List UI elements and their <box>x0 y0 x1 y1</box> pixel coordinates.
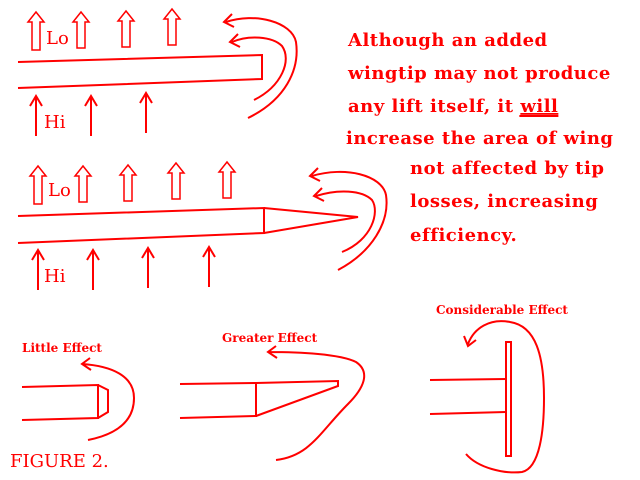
wing-diagram-plain: Lo Hi <box>17 7 298 136</box>
tip-vortex-arrow <box>222 13 298 119</box>
tapered-tip <box>255 379 339 417</box>
caption-line-6: losses, increasing <box>410 191 598 212</box>
tip-greater-effect: Greater Effect <box>179 331 366 461</box>
low-pressure-arrow <box>162 7 182 46</box>
caption-line-4: increase the area of wing <box>346 128 614 149</box>
low-pressure-label: Lo <box>48 180 71 201</box>
high-pressure-label: Hi <box>44 112 66 133</box>
low-pressure-arrow <box>26 10 46 51</box>
rounded-tip <box>97 384 109 419</box>
tip-vortex-arrow <box>266 345 366 461</box>
tip-little-effect: Little Effect <box>21 341 136 441</box>
high-pressure-arrow <box>29 94 43 136</box>
caption-line-3: any lift itself, it will <box>348 96 558 117</box>
high-pressure-arrow <box>141 246 155 288</box>
low-pressure-arrow <box>217 160 237 199</box>
endplate-tip <box>505 341 512 457</box>
little-effect-label: Little Effect <box>22 341 102 355</box>
high-pressure-arrow <box>84 94 98 136</box>
wing-stub <box>179 381 257 419</box>
caption-line-2: wingtip may not produce <box>347 63 611 84</box>
figure-label: FIGURE 2. <box>10 451 109 472</box>
high-pressure-label: Hi <box>44 266 66 287</box>
tip-vortex-arrow <box>463 320 546 474</box>
caption-line-3-text: any lift itself, it <box>348 96 520 117</box>
high-pressure-arrow <box>86 248 100 290</box>
wing-stub <box>429 378 507 415</box>
high-pressure-arrows <box>29 91 153 136</box>
caption-line-5: not affected by tip <box>410 158 604 179</box>
wing <box>17 206 265 244</box>
considerable-effect-label: Considerable Effect <box>436 303 568 317</box>
greater-effect-label: Greater Effect <box>222 331 318 345</box>
high-pressure-arrow <box>31 248 45 290</box>
tip-considerable-effect: Considerable Effect <box>429 303 568 474</box>
low-pressure-arrow <box>166 161 186 200</box>
caption-line-7: efficiency. <box>410 225 517 246</box>
high-pressure-arrows <box>31 245 216 290</box>
tip-vortex-arrow <box>228 33 287 101</box>
wing <box>17 53 263 89</box>
low-pressure-arrow <box>71 10 91 49</box>
low-pressure-arrow <box>116 9 136 48</box>
caption-line-1: Although an added <box>347 30 548 51</box>
high-pressure-arrow <box>139 91 153 133</box>
low-pressure-arrow <box>73 164 93 203</box>
low-pressure-arrows <box>28 160 237 205</box>
tip-vortex-arrow <box>80 357 136 441</box>
wing-stub <box>21 383 99 421</box>
caption-emphasis-will: will <box>519 96 558 117</box>
tip-vortex-arrow <box>312 187 376 253</box>
low-pressure-label: Lo <box>46 28 69 49</box>
high-pressure-arrow <box>202 245 216 287</box>
low-pressure-arrow <box>28 164 48 205</box>
low-pressure-arrows <box>26 7 182 51</box>
wingtip-extension <box>263 207 359 234</box>
wing-diagram-with-tip: Lo Hi <box>17 160 388 290</box>
low-pressure-arrow <box>118 163 138 202</box>
tip-vortex-arrow <box>308 167 388 271</box>
explanation-caption: Although an added wingtip may not produc… <box>346 30 614 246</box>
